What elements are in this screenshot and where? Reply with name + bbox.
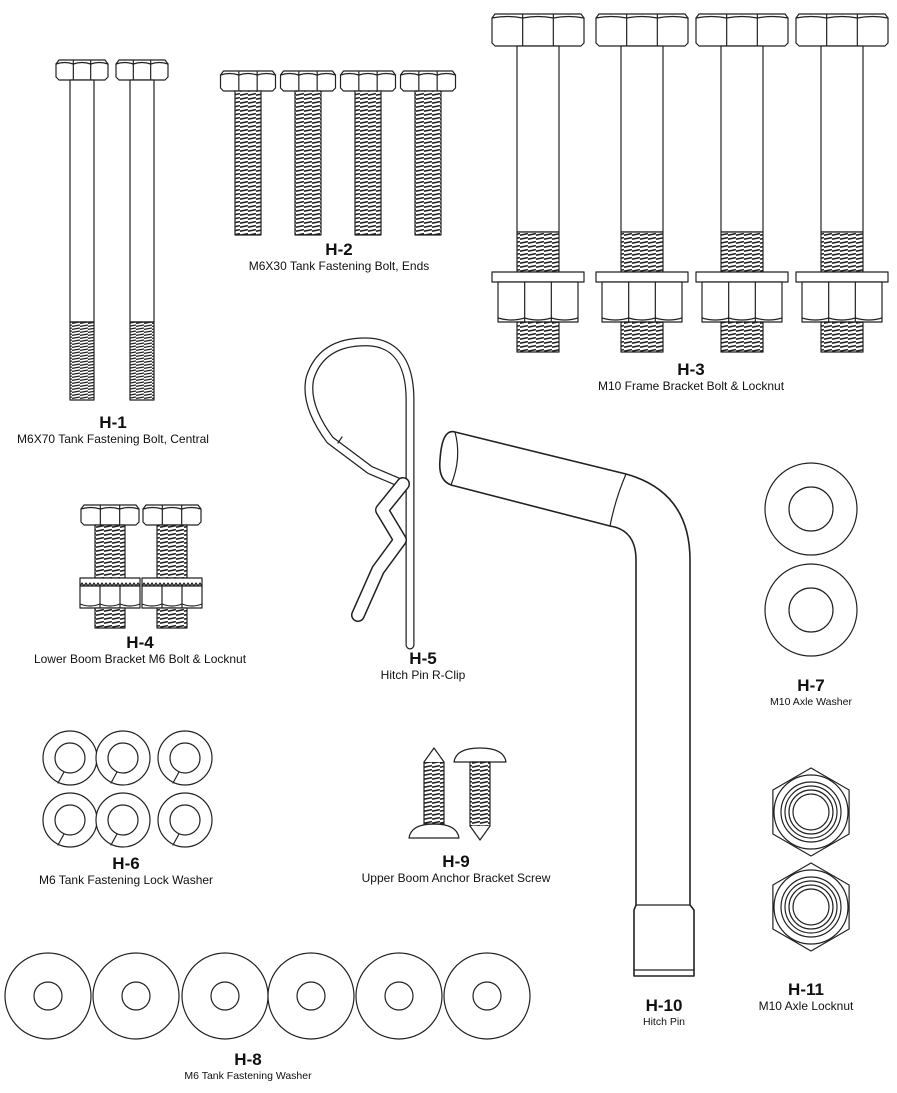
part-description: M6X70 Tank Fastening Bolt, Central — [17, 432, 209, 446]
part-description: M6 Tank Fastening Lock Washer — [38, 873, 214, 887]
part-label-h10: H-10 Hitch Pin — [643, 997, 685, 1029]
part-label-h8: H-8 M6 Tank Fastening Washer — [184, 1051, 311, 1083]
m6-flat-washer-icon — [4, 952, 531, 1040]
part-label-h9: H-9 Upper Boom Anchor Bracket Screw — [361, 852, 551, 886]
part-label-h3: H-3 M10 Frame Bracket Bolt & Locknut — [597, 360, 785, 394]
m10-bolt-locknut-icon — [491, 13, 889, 353]
part-description: M10 Frame Bracket Bolt & Locknut — [597, 379, 785, 393]
part-code: H-11 — [788, 980, 824, 999]
part-code: H-7 — [797, 676, 825, 695]
part-code: H-3 — [677, 360, 705, 379]
part-description: M10 Axle Washer — [770, 696, 852, 708]
part-description: Hitch Pin — [642, 1016, 686, 1028]
part-label-h1: H-1 M6X70 Tank Fastening Bolt, Central — [17, 413, 209, 447]
part-code: H-5 — [409, 649, 437, 668]
lock-washer-icon — [42, 730, 213, 848]
part-description: M6X30 Tank Fastening Bolt, Ends — [248, 259, 430, 273]
part-code: H-8 — [234, 1050, 262, 1069]
part-code: H-2 — [325, 240, 353, 259]
part-code: H-6 — [112, 854, 140, 873]
part-label-h7: H-7 M10 Axle Washer — [770, 677, 852, 709]
part-description: M10 Axle Locknut — [758, 999, 854, 1013]
part-label-h6: H-6 M6 Tank Fastening Lock Washer — [38, 854, 214, 888]
m6x30-bolt-icon — [219, 70, 457, 236]
m10-axle-locknut-icon — [772, 767, 850, 952]
hitch-pin-icon — [438, 430, 695, 977]
part-description: Upper Boom Anchor Bracket Screw — [361, 871, 551, 885]
m10-axle-washer-icon — [764, 462, 858, 657]
part-description: Hitch Pin R-Clip — [380, 668, 466, 682]
pan-head-screw-icon — [408, 747, 507, 841]
r-clip-icon — [304, 337, 415, 650]
part-label-h11: H-11 M10 Axle Locknut — [758, 980, 854, 1014]
part-code: H-9 — [442, 852, 470, 871]
part-label-h5: H-5 Hitch Pin R-Clip — [380, 649, 466, 683]
part-description: M6 Tank Fastening Washer — [184, 1070, 312, 1082]
m6x70-bolt-icon — [55, 59, 169, 401]
part-code: H-1 — [99, 413, 127, 432]
m6-bolt-locknut-icon — [79, 504, 203, 629]
part-code: H-4 — [126, 633, 154, 652]
part-label-h4: H-4 Lower Boom Bracket M6 Bolt & Locknut — [33, 633, 247, 667]
part-description: Lower Boom Bracket M6 Bolt & Locknut — [33, 652, 247, 666]
part-label-h2: H-2 M6X30 Tank Fastening Bolt, Ends — [248, 240, 430, 274]
part-code: H-10 — [645, 996, 683, 1015]
